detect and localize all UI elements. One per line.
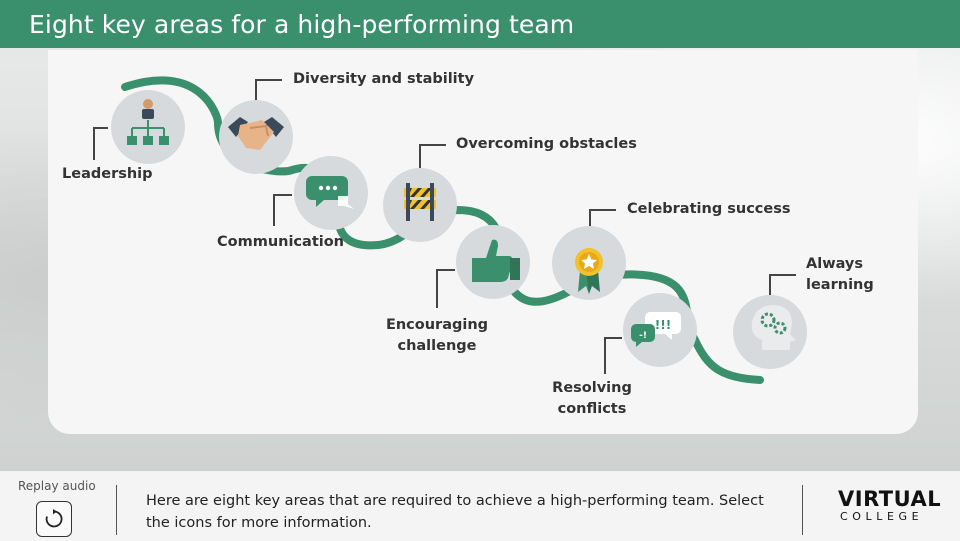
conflict-bubbles-icon: !!! -! [631, 312, 681, 347]
logo-line-2: COLLEGE [840, 510, 924, 523]
callout-lines [93, 79, 796, 374]
learning-icon-button[interactable] [733, 295, 807, 369]
logo-line-1: VIRTUAL [838, 487, 942, 511]
footer-bar: Replay audio Here are eight key areas th… [0, 470, 960, 541]
leadership-icon-button[interactable] [111, 90, 185, 164]
virtual-college-logo: VIRTUAL COLLEGE [838, 487, 942, 524]
svg-text:!!!: !!! [655, 318, 671, 332]
label-learning: Always learning [806, 256, 874, 293]
org-chart-icon [127, 99, 169, 145]
label-celebrating: Celebrating success [627, 201, 791, 217]
label-challenge: Encouraging challenge [385, 317, 489, 354]
label-conflicts: Resolving conflicts [552, 380, 632, 417]
challenge-icon-button[interactable] [456, 225, 530, 299]
speech-bubble-icon [306, 176, 354, 209]
replay-icon [45, 509, 63, 528]
celebrating-icon-button[interactable] [552, 226, 626, 300]
replay-audio-button[interactable] [36, 501, 72, 537]
instruction-text: Here are eight key areas that are requir… [146, 493, 764, 531]
svg-text:-!: -! [639, 331, 647, 341]
label-leadership: Leadership [62, 166, 153, 182]
title-bar: Eight key areas for a high-performing te… [0, 0, 960, 48]
communication-icon-button[interactable] [294, 156, 368, 230]
team-areas-diagram: !!! -! [93, 76, 807, 384]
barrier-icon [404, 183, 436, 221]
label-diversity: Diversity and stability [293, 71, 475, 87]
medal-icon [575, 248, 603, 294]
footer-divider-right [802, 485, 803, 535]
label-communication: Communication [217, 234, 345, 250]
footer-divider-left [116, 485, 117, 535]
replay-audio-label: Replay audio [18, 479, 96, 493]
diversity-icon-button[interactable] [219, 100, 293, 174]
head-gears-icon [751, 305, 796, 350]
page-title: Eight key areas for a high-performing te… [29, 9, 575, 39]
handshake-icon [228, 117, 284, 150]
thumbs-up-icon [472, 239, 520, 282]
conflicts-icon-button[interactable]: !!! -! [623, 293, 697, 367]
label-obstacles: Overcoming obstacles [456, 136, 637, 152]
obstacles-icon-button[interactable] [383, 168, 457, 242]
